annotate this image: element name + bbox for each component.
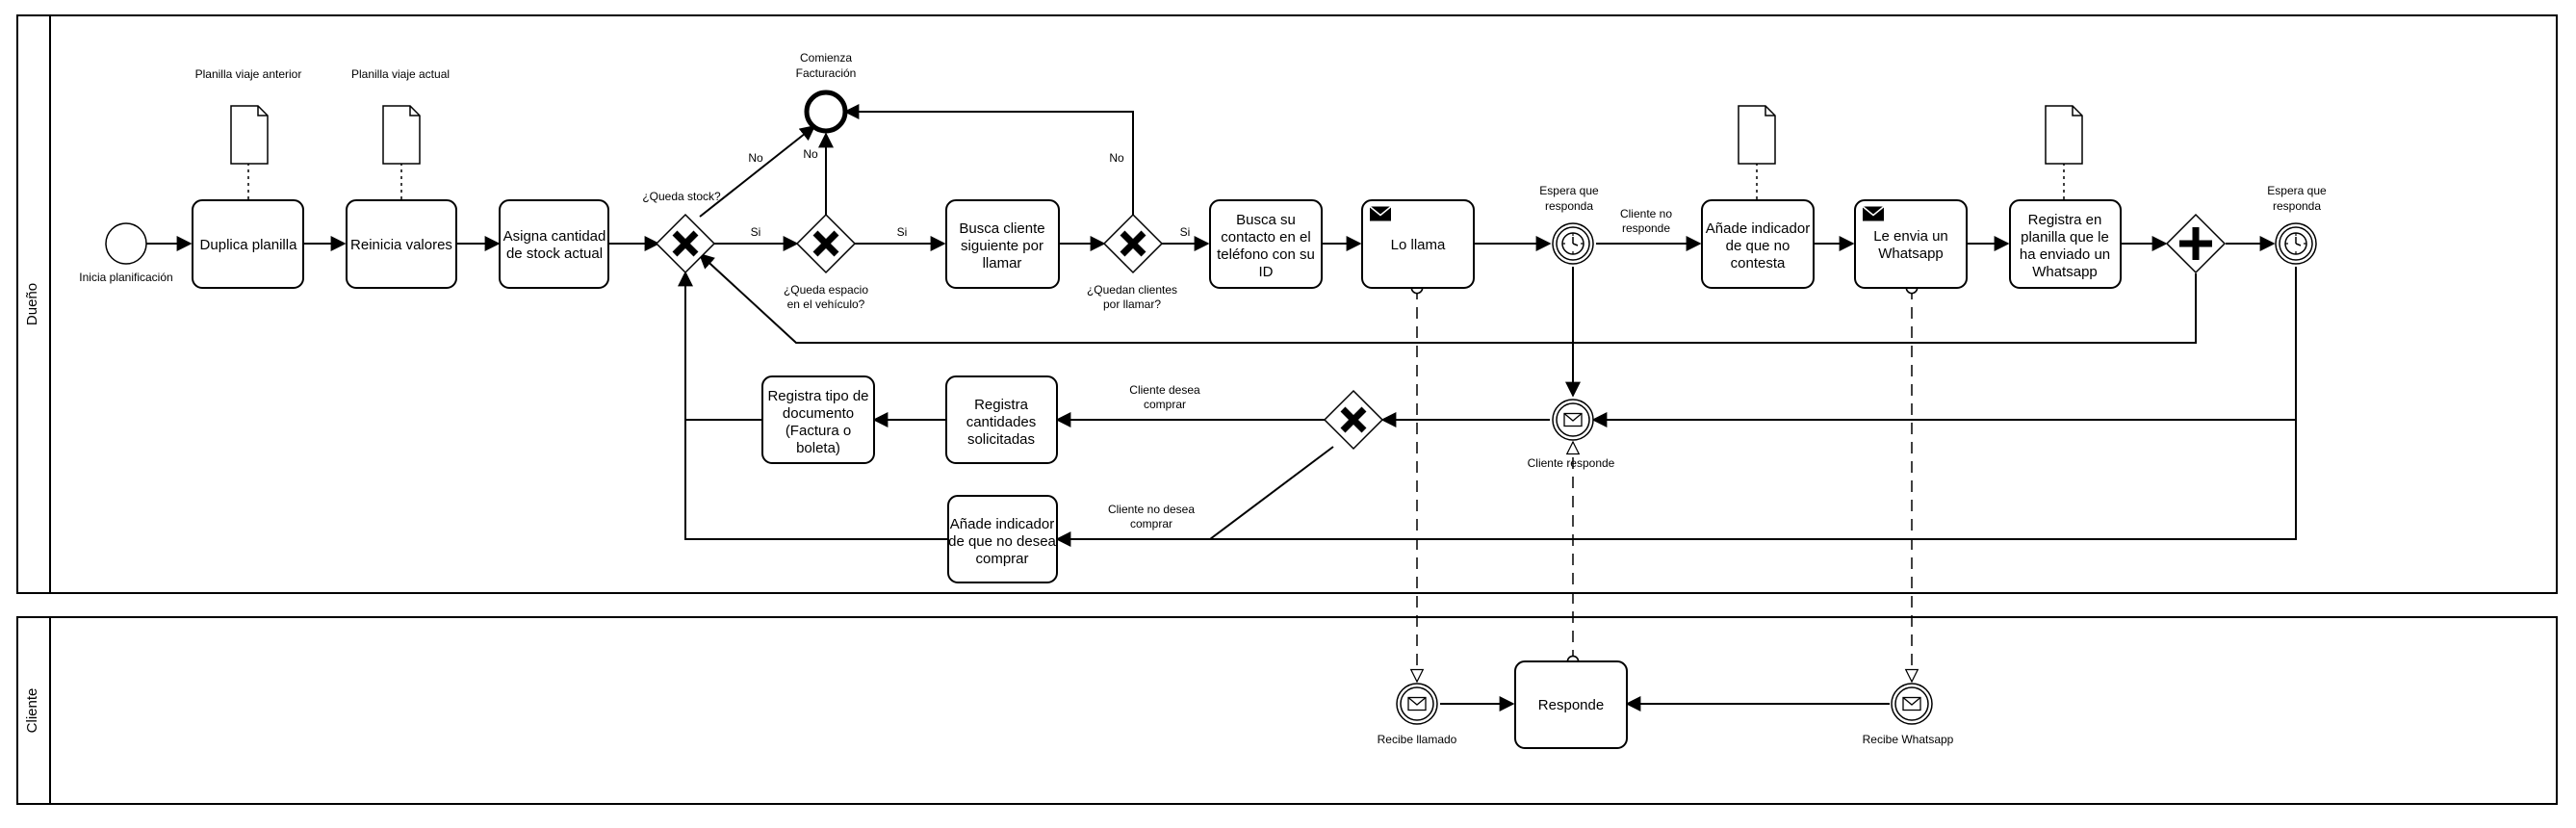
data-associations: [248, 164, 2064, 199]
task-responde: Responde: [1514, 660, 1628, 749]
task-lo-llama: Lo llama: [1361, 199, 1475, 289]
gateway-parallel: [2165, 213, 2227, 274]
clock-icon: [1561, 232, 1584, 255]
message-event-client-responds-label: Cliente responde: [1528, 456, 1615, 470]
timer-event-wait-2: [2275, 222, 2317, 265]
message-event-receive-whatsapp: [1891, 683, 1933, 725]
envelope-icon: [1902, 696, 1921, 712]
sequence-flows: [146, 104, 2297, 712]
message-event-receive-call: [1396, 683, 1438, 725]
lane-client-label: Cliente: [24, 688, 40, 734]
gateway-stock: [655, 213, 716, 274]
send-message-icon: [1862, 205, 1885, 222]
timer-event-wait-1: [1552, 222, 1594, 265]
start-event-label: Inicia planificación: [79, 271, 172, 284]
lane-owner: Dueño: [16, 14, 2558, 594]
envelope-icon: [1407, 696, 1427, 712]
document-icon: [2045, 105, 2083, 165]
end-event: [804, 90, 848, 134]
task-reinicia-valores: Reinicia valores: [346, 199, 457, 289]
gateway-stock-label: ¿Queda stock?: [642, 190, 721, 203]
message-event-receive-whatsapp-label: Recibe Whatsapp: [1863, 733, 1954, 746]
document-icon: [382, 105, 421, 165]
svg-text:Reinicia valores: Reinicia valores: [350, 237, 452, 253]
flow-label-no: No: [1109, 151, 1124, 165]
gateway-buy-decision: [1323, 389, 1384, 451]
clock-icon: [2284, 232, 2307, 255]
document-icon: [1738, 105, 1776, 165]
svg-text:Responde: Responde: [1538, 697, 1604, 713]
task-duplica-planilla: Duplica planilla: [192, 199, 304, 289]
gateway-clients: [1102, 213, 1164, 274]
document-label-actual: Planilla viaje actual: [351, 67, 450, 81]
flow-label-si: Si: [751, 225, 761, 239]
flow-label-no: No: [748, 151, 763, 165]
envelope-icon: [1563, 412, 1583, 427]
flow-label-no: No: [803, 147, 818, 161]
gateway-space: [795, 213, 857, 274]
document-icon: [230, 105, 269, 165]
send-message-icon: [1369, 205, 1392, 222]
flow-label-si: Si: [897, 225, 908, 239]
start-event: [105, 222, 147, 265]
flow-label-si: Si: [1180, 225, 1191, 239]
svg-text:Duplica planilla: Duplica planilla: [200, 237, 298, 253]
message-event-client-responds: [1552, 399, 1594, 441]
lane-owner-label: Dueño: [24, 283, 40, 325]
document-label-anterior: Planilla viaje anterior: [195, 67, 302, 81]
message-event-receive-call-label: Recibe llamado: [1378, 733, 1457, 746]
lane-client: Cliente: [16, 616, 2558, 805]
svg-text:Lo llama: Lo llama: [1391, 237, 1446, 253]
message-flows: [1417, 288, 1912, 682]
